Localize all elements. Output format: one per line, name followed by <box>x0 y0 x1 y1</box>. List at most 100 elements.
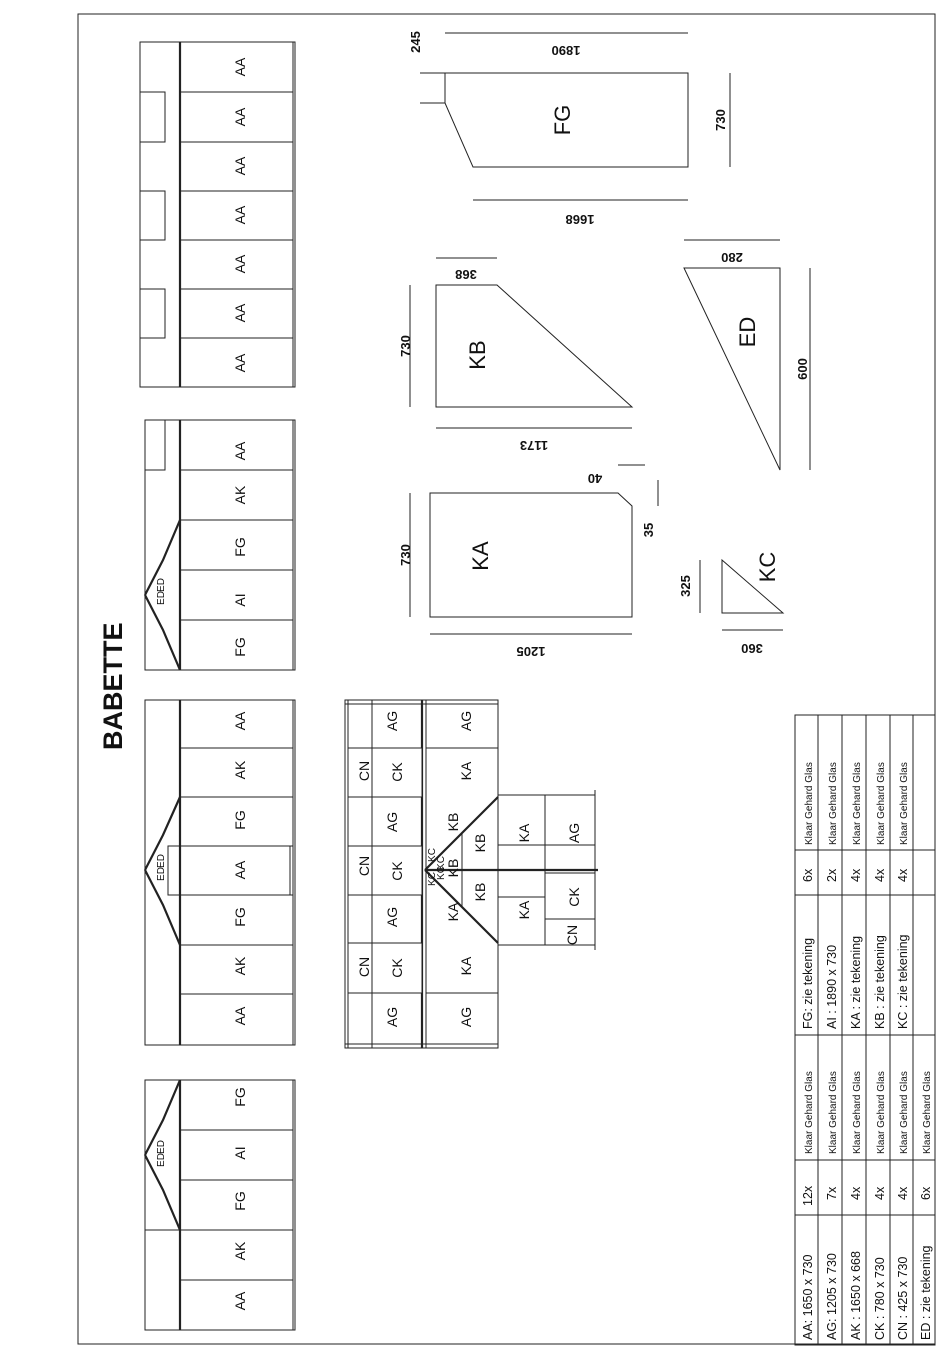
front-panel-label: ED <box>156 578 167 592</box>
dim-label: 1890 <box>552 43 581 58</box>
shape-label: KA <box>468 541 493 571</box>
shape-label: KB <box>465 340 490 369</box>
side-panel-label: ED <box>156 854 167 868</box>
dim-label: 730 <box>713 109 728 131</box>
table-cell: Klaar Gehard Glas <box>876 1071 887 1154</box>
table-cell: CN : 425 x 730 <box>896 1257 910 1340</box>
gable-elevation-left: FG AI FG AK AA ED ED <box>144 1079 296 1331</box>
table-cell: 6x <box>801 868 815 882</box>
roof-panel-label: CK <box>389 958 405 978</box>
roof-panel-label: CN <box>564 925 580 945</box>
wall-panel-label: AA <box>232 205 248 224</box>
side-panel-label: AA <box>232 1006 248 1025</box>
roof-panel-label: KA <box>516 900 532 919</box>
front-panel-label: AA <box>232 441 248 460</box>
roof-layout: AG CN CK AG CN CK AG CN CK AG AG KA KB K… <box>344 699 598 1049</box>
roof-panel-label: CK <box>389 861 405 881</box>
roof-panel-label: KC <box>436 866 447 880</box>
gable-panel-label: FG <box>232 1191 248 1210</box>
gable-panel-label: ED <box>156 1153 167 1167</box>
side-panel-label: FG <box>232 907 248 926</box>
shape-ka: 40 730 35 1205 KA <box>398 464 659 659</box>
roof-panel-label: AG <box>384 812 400 832</box>
front-panel-label: ED <box>156 591 167 605</box>
roof-panel-label: CN <box>356 761 372 781</box>
wall-panel-label: AA <box>232 254 248 273</box>
side-panel-label: AA <box>232 860 248 879</box>
roof-panel-label: KA <box>458 761 474 780</box>
dim-label: 325 <box>678 575 693 597</box>
roof-panel-label: CK <box>566 887 582 907</box>
side-panel-label: FG <box>232 810 248 829</box>
front-panel-label: AK <box>232 485 248 504</box>
dim-label: 1668 <box>566 212 595 227</box>
shape-label: ED <box>735 317 760 348</box>
front-panel-label: AI <box>232 593 248 606</box>
roof-panel-label: AG <box>458 1007 474 1027</box>
table-cell: FG: zie tekening <box>801 938 815 1029</box>
roof-panel-label: CN <box>356 856 372 876</box>
shape-kb: 368 730 1173 KB <box>398 257 634 453</box>
roof-panel-label: KB <box>472 834 488 853</box>
roof-panel-label: CN <box>356 957 372 977</box>
shape-label: FG <box>550 105 575 136</box>
table-cell: 4x <box>873 868 887 882</box>
roof-grid-lines <box>348 700 596 1048</box>
dim-label: 280 <box>721 250 743 265</box>
table-cell: CK : 780 x 730 <box>873 1257 887 1340</box>
dim-label: 40 <box>588 471 602 486</box>
table-cell: Klaar Gehard Glas <box>852 762 863 845</box>
roof-panel-label: KB <box>445 859 461 878</box>
roof-panel-label: AG <box>384 907 400 927</box>
table-cell: Klaar Gehard Glas <box>876 762 887 845</box>
roof-panel-label: AG <box>458 711 474 731</box>
table-cell: KA : zie tekening <box>849 936 863 1029</box>
table-cell: 12x <box>801 1185 815 1206</box>
dim-label: 368 <box>455 267 477 282</box>
dim-label: 245 <box>408 31 423 53</box>
table-cell: AI : 1890 x 730 <box>825 945 839 1029</box>
wall-panel-label: AA <box>232 353 248 372</box>
table-cell: 4x <box>849 868 863 882</box>
table-cell: Klaar Gehard Glas <box>828 762 839 845</box>
table-cell: 4x <box>849 1186 863 1200</box>
dim-label: 730 <box>398 335 413 357</box>
table-cell: Klaar Gehard Glas <box>899 762 910 845</box>
gable-panel-label: ED <box>156 1140 167 1154</box>
table-cell: 6x <box>919 1186 933 1200</box>
table-cell: Klaar Gehard Glas <box>899 1071 910 1154</box>
table-cell: ED : zie tekening <box>919 1245 933 1340</box>
roof-panel-label: CK <box>389 762 405 782</box>
glass-table: AA: 1650 x 730 12x Klaar Gehard Glas AG:… <box>794 714 936 1346</box>
dim-label: 1173 <box>520 438 548 453</box>
shape-fg: 1890 245 730 1668 FG <box>408 31 731 227</box>
side-panel-label: ED <box>156 867 167 881</box>
roof-panel-label: KA <box>458 956 474 975</box>
front-panel-label: FG <box>232 537 248 556</box>
shape-ed: 280 600 ED <box>683 239 811 471</box>
table-cell: KC : zie tekening <box>896 934 910 1029</box>
roof-panel-label: KB <box>445 813 461 832</box>
dim-label: 360 <box>741 641 763 656</box>
roof-panel-label: KC <box>427 848 438 862</box>
table-cell: AK : 1650 x 668 <box>849 1251 863 1340</box>
side-panel-label: AK <box>232 760 248 779</box>
gable-panel-label: AI <box>232 1146 248 1159</box>
side-elevation: AA AK FG AA FG AK AA ED ED <box>144 699 296 1046</box>
table-cell: 4x <box>896 1186 910 1200</box>
shape-kc: 325 360 KC <box>678 552 785 656</box>
dim-label: 730 <box>398 544 413 566</box>
table-cell: 4x <box>896 868 910 882</box>
sheet-border <box>77 13 936 1345</box>
roof-panel-label: KC <box>436 856 447 870</box>
dim-label: 600 <box>795 358 810 380</box>
gable-panel-label: AK <box>232 1241 248 1260</box>
table-cell: 7x <box>825 1186 839 1200</box>
roof-panel-label: KB <box>472 883 488 902</box>
wall-elevation: AA AA AA AA AA AA AA <box>139 41 296 388</box>
roof-panel-label: AG <box>384 1007 400 1027</box>
table-cell: 4x <box>873 1186 887 1200</box>
side-panel-label: AK <box>232 956 248 975</box>
gable-panel-label: AA <box>232 1291 248 1310</box>
